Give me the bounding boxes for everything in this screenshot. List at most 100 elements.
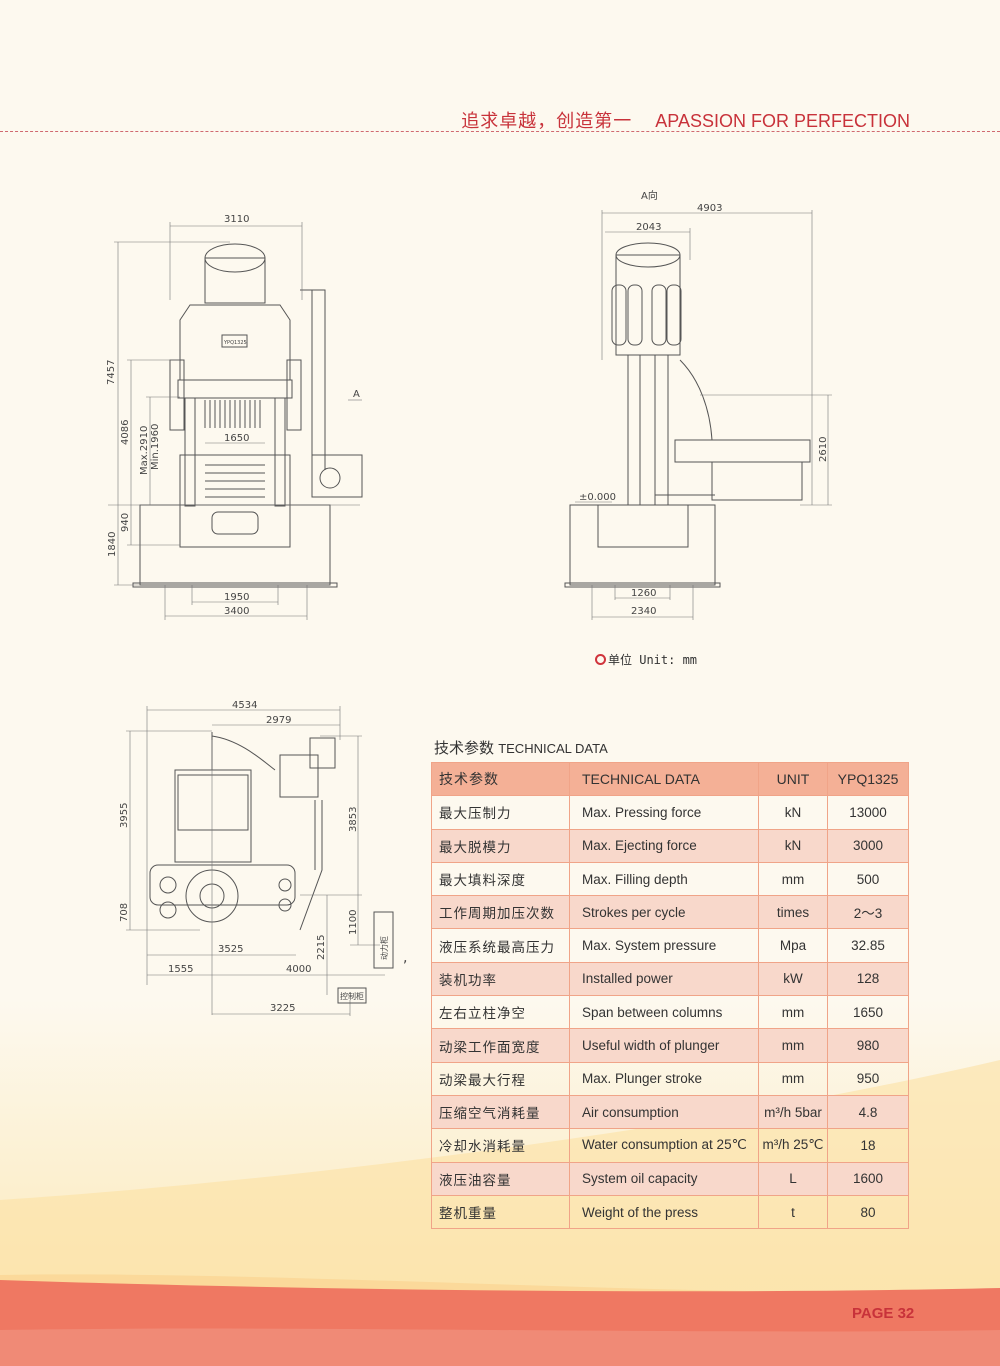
dim-4000: 4000 bbox=[286, 964, 311, 975]
top-view-drawing: 4534 2979 3955 708 3853 1100 3525 1555 4… bbox=[119, 700, 407, 1016]
param-en: System oil capacity bbox=[569, 1161, 759, 1196]
param-cn: 最大压制力 bbox=[431, 795, 570, 830]
view-arrow-a: A bbox=[353, 389, 360, 400]
param-en: Weight of the press bbox=[569, 1194, 759, 1230]
table-header-row: 技术参数 TECHNICAL DATA UNIT YPQ1325 bbox=[431, 761, 909, 797]
param-cn: 左右立柱净空 bbox=[431, 995, 570, 1030]
param-value: 500 bbox=[827, 861, 909, 897]
param-unit: m³/h 25℃ bbox=[758, 1128, 828, 1163]
dim-4534: 4534 bbox=[232, 700, 257, 711]
param-cn: 最大填料深度 bbox=[431, 861, 570, 897]
param-cn: 动梁工作面宽度 bbox=[431, 1028, 570, 1063]
param-value: 980 bbox=[827, 1028, 909, 1063]
param-value: 1650 bbox=[827, 995, 909, 1030]
circle-bullet-icon bbox=[595, 654, 606, 665]
col-header-en: TECHNICAL DATA bbox=[569, 761, 759, 797]
dim-3225: 3225 bbox=[270, 1003, 295, 1014]
param-cn: 冷却水消耗量 bbox=[431, 1128, 570, 1163]
param-value: 80 bbox=[827, 1194, 909, 1230]
dim-2979: 2979 bbox=[266, 715, 291, 726]
param-en: Installed power bbox=[569, 961, 759, 997]
dim-4086: 4086 bbox=[120, 420, 131, 445]
tech-data-title: 技术参数 TECHNICAL DATA bbox=[434, 737, 608, 758]
param-cn: 最大脱模力 bbox=[431, 828, 570, 863]
col-header-cn: 技术参数 bbox=[431, 761, 570, 797]
dim-1840: 1840 bbox=[107, 532, 118, 557]
param-en: Strokes per cycle bbox=[569, 895, 759, 930]
param-en: Max. Ejecting force bbox=[569, 828, 759, 863]
dim-3400: 3400 bbox=[224, 606, 249, 617]
param-en: Max. Filling depth bbox=[569, 861, 759, 897]
dim-940: 940 bbox=[120, 513, 131, 532]
dim-2340: 2340 bbox=[631, 606, 656, 617]
dim-4903: 4903 bbox=[697, 203, 722, 214]
param-en: Water consumption at 25℃ bbox=[569, 1128, 759, 1163]
power-cabinet-label: 动力柜 bbox=[379, 936, 389, 960]
dim-2610: 2610 bbox=[818, 437, 829, 462]
param-cn: 整机重量 bbox=[431, 1194, 570, 1230]
dim-1555: 1555 bbox=[168, 964, 193, 975]
param-value: 3000 bbox=[827, 828, 909, 863]
slogan-cn: 追求卓越，创造第一 bbox=[461, 111, 633, 131]
param-unit: Mpa bbox=[758, 928, 828, 963]
dim-1260: 1260 bbox=[631, 588, 656, 599]
dim-2043: 2043 bbox=[636, 222, 661, 233]
param-unit: mm bbox=[758, 1061, 828, 1096]
dim-3525: 3525 bbox=[218, 944, 243, 955]
level-mark: ±0.000 bbox=[579, 492, 616, 503]
tech-title-cn: 技术参数 bbox=[434, 740, 495, 757]
view-label-a: A向 bbox=[641, 189, 658, 202]
param-unit: L bbox=[758, 1161, 828, 1196]
param-en: Max. System pressure bbox=[569, 928, 759, 963]
tech-title-en: TECHNICAL DATA bbox=[498, 741, 608, 756]
col-header-unit: UNIT bbox=[758, 761, 828, 797]
control-cabinet-label: 控制柜 bbox=[340, 991, 364, 1001]
param-unit: mm bbox=[758, 1028, 828, 1063]
param-value: 13000 bbox=[827, 795, 909, 830]
param-unit: kN bbox=[758, 795, 828, 830]
param-value: 4.8 bbox=[827, 1094, 909, 1130]
dim-min-stroke: Min.1960 bbox=[150, 424, 161, 470]
param-unit: t bbox=[758, 1194, 828, 1230]
param-cn: 工作周期加压次数 bbox=[431, 895, 570, 930]
param-unit: times bbox=[758, 895, 828, 930]
dim-1650: 1650 bbox=[224, 433, 249, 444]
dim-3955: 3955 bbox=[119, 803, 130, 828]
col-header-model: YPQ1325 bbox=[827, 761, 909, 797]
param-en: Max. Pressing force bbox=[569, 795, 759, 830]
front-view-drawing: YPQ1325 3110 7457 4086 Max.2910 Min.1960… bbox=[106, 214, 363, 620]
dim-3853: 3853 bbox=[348, 807, 359, 832]
param-cn: 动梁最大行程 bbox=[431, 1061, 570, 1096]
param-value: 2～3 bbox=[827, 895, 909, 930]
param-value: 18 bbox=[827, 1128, 909, 1163]
dim-1950: 1950 bbox=[224, 592, 249, 603]
slogan-en: APASSION FOR PERFECTION bbox=[655, 111, 910, 131]
header-slogan: 追求卓越，创造第一 APASSION FOR PERFECTION bbox=[461, 107, 910, 133]
param-cn: 压缩空气消耗量 bbox=[431, 1094, 570, 1130]
param-unit: kW bbox=[758, 961, 828, 997]
param-value: 950 bbox=[827, 1061, 909, 1096]
param-cn: 装机功率 bbox=[431, 961, 570, 997]
header-divider bbox=[0, 131, 1000, 132]
stray-comma: , bbox=[403, 950, 407, 966]
param-value: 128 bbox=[827, 961, 909, 997]
dim-3110: 3110 bbox=[224, 214, 249, 225]
dim-708: 708 bbox=[119, 903, 130, 922]
page-number: PAGE 32 bbox=[852, 1305, 915, 1322]
param-unit: mm bbox=[758, 861, 828, 897]
